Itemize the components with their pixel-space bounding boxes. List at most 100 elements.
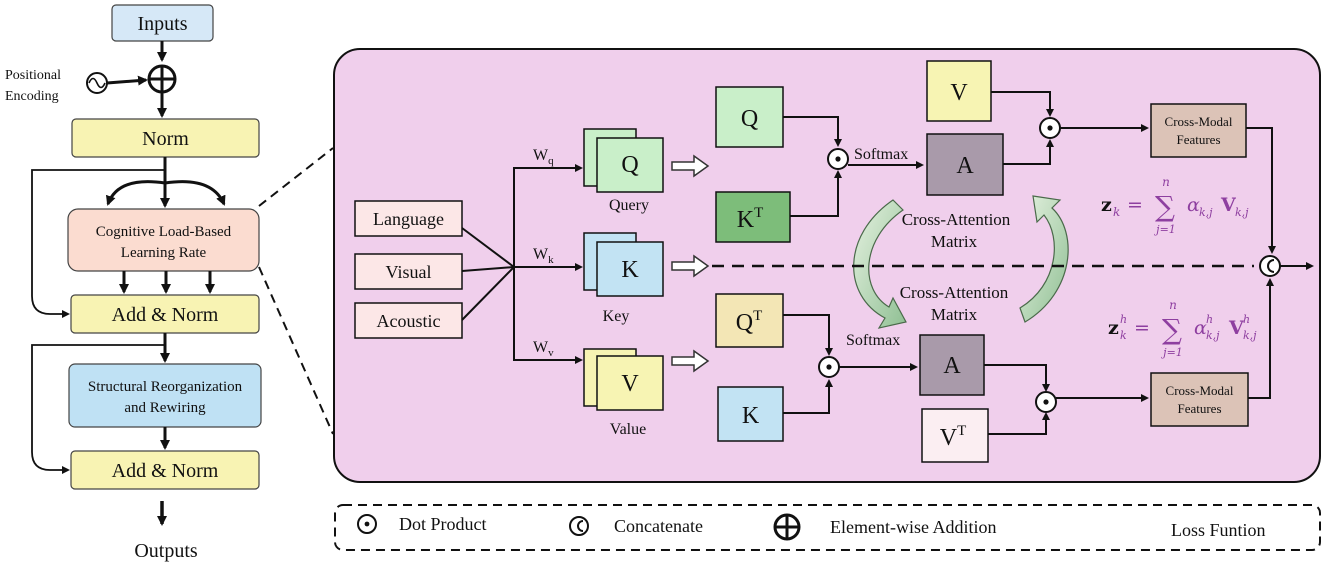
structural-reorg-box (68, 363, 262, 428)
svg-text:k: k (1120, 329, 1127, 342)
hollow-arrow-icon (671, 154, 710, 373)
inputs-label: Inputs (138, 13, 188, 35)
add-norm-label-2: Add & Norm (112, 460, 219, 482)
element-wise-addition-icon (147, 64, 177, 94)
visual-label: Visual (386, 262, 432, 282)
kt-label: KT (737, 205, 764, 233)
dot-product-icon (818, 356, 840, 378)
svg-text:=: = (1127, 194, 1143, 216)
svg-text:α: α (1187, 194, 1200, 216)
cognitive-load-label-1: Cognitive Load-Based (96, 224, 232, 240)
qt-label: QT (736, 308, 763, 336)
svg-text:k: k (1113, 205, 1120, 219)
a-bottom-box (919, 334, 985, 396)
cmf-top-label-1: Cross-Modal (1165, 114, 1233, 129)
concatenate-icon (1259, 255, 1281, 277)
cross-modal-features-bottom-box (1150, 372, 1249, 427)
acoustic-box (354, 302, 463, 339)
legend-loss-function: Loss Funtion (1171, 520, 1266, 540)
sine-wave-icon (86, 72, 108, 94)
dot-product-icon (827, 148, 849, 170)
svg-text:h: h (1206, 313, 1213, 326)
a-top-label: A (956, 153, 974, 179)
svg-text:h: h (1243, 313, 1250, 326)
left-stack: Inputs Positional Encoding Norm Cognitiv… (5, 4, 334, 562)
language-label: Language (373, 209, 444, 229)
equation-top: z k = ∑ n j=1 α k,j V k,j (1101, 175, 1249, 236)
cmf-bottom-label-1: Cross-Modal (1166, 383, 1234, 398)
svg-text:j=1: j=1 (1153, 223, 1176, 236)
language-box (354, 200, 463, 237)
q-box (715, 86, 784, 148)
vt-box (921, 408, 989, 463)
a-bottom-label: A (943, 353, 961, 379)
value-caption: Value (610, 421, 646, 438)
query-caption: Query (609, 197, 649, 214)
svg-text:k,j: k,j (1206, 329, 1220, 342)
svg-text:n: n (1169, 298, 1177, 312)
add-norm-box-2 (70, 450, 260, 490)
cam-top-label-1: Cross-Attention (902, 210, 1011, 229)
wv-label: Wv (533, 339, 554, 359)
positional-encoding-label-1: Positional (5, 68, 61, 83)
visual-box (354, 253, 463, 290)
concatenate-icon (569, 516, 589, 536)
wk-label: Wk (533, 246, 554, 266)
svg-text:h: h (1120, 313, 1127, 326)
key-box-label: K (621, 257, 639, 283)
vt-label: VT (940, 423, 967, 451)
k-bottom-box (717, 386, 784, 442)
cross-attention-arrows (853, 195, 1069, 329)
value-box-label: V (621, 371, 639, 397)
wq-label: Wq (533, 147, 554, 167)
k-bottom-label: K (742, 403, 760, 429)
qt-box (715, 293, 784, 348)
svg-text:V: V (1220, 194, 1237, 216)
softmax-top-label: Softmax (854, 146, 908, 163)
cmf-top-label-2: Features (1176, 132, 1220, 147)
legend-concatenate: Concatenate (614, 516, 703, 536)
cognitive-load-label-2: Learning Rate (121, 245, 207, 261)
key-stack: K (583, 232, 664, 297)
svg-text:V: V (1228, 317, 1245, 339)
legend: Dot Product Concatenate Element-wise Add… (334, 504, 1321, 551)
legend-dot-product: Dot Product (399, 514, 487, 534)
cam-bottom-label-2: Matrix (931, 305, 978, 324)
svg-text:z: z (1108, 317, 1119, 339)
softmax-bottom-label: Softmax (846, 332, 900, 349)
dot-product-icon (357, 514, 377, 534)
structural-reorg-label-1: Structural Reorganization (88, 379, 243, 395)
cam-bottom-label-1: Cross-Attention (900, 283, 1009, 302)
a-top-box (926, 133, 1004, 196)
svg-text:k,j: k,j (1235, 206, 1249, 219)
structural-reorg-label-2: and Rewiring (124, 400, 206, 416)
query-box-label: Q (621, 152, 638, 178)
positional-encoding-label-2: Encoding (5, 89, 59, 104)
acoustic-label: Acoustic (377, 311, 441, 331)
dot-product-icon (1035, 391, 1057, 413)
svg-text:n: n (1162, 175, 1170, 189)
value-stack: V (583, 348, 664, 411)
legend-element-wise-addition: Element-wise Addition (830, 517, 996, 537)
element-wise-addition-icon (773, 513, 801, 541)
key-caption: Key (603, 308, 630, 325)
dot-product-icon (1039, 117, 1061, 139)
cmf-bottom-label-2: Features (1177, 401, 1221, 416)
outputs-label: Outputs (134, 540, 198, 562)
equation-bottom: z h k = ∑ n j=1 α h k,j V h k,j (1108, 298, 1257, 359)
q-label: Q (741, 106, 758, 132)
cognitive-load-box (67, 208, 260, 272)
add-norm-label-1: Add & Norm (112, 304, 219, 326)
cross-modal-features-top-box (1150, 103, 1247, 158)
svg-text:α: α (1194, 317, 1207, 339)
cam-top-label-2: Matrix (931, 232, 978, 251)
cross-attention-panel: Language Visual Acoustic Wq Wk Wv Q Quer… (333, 48, 1321, 483)
svg-text:∑: ∑ (1155, 190, 1175, 223)
svg-text:k,j: k,j (1243, 329, 1257, 342)
svg-text:z: z (1101, 194, 1112, 216)
svg-text:k,j: k,j (1199, 206, 1213, 219)
svg-text:∑: ∑ (1162, 313, 1182, 346)
query-stack: Q (583, 128, 664, 193)
svg-text:j=1: j=1 (1160, 346, 1183, 359)
